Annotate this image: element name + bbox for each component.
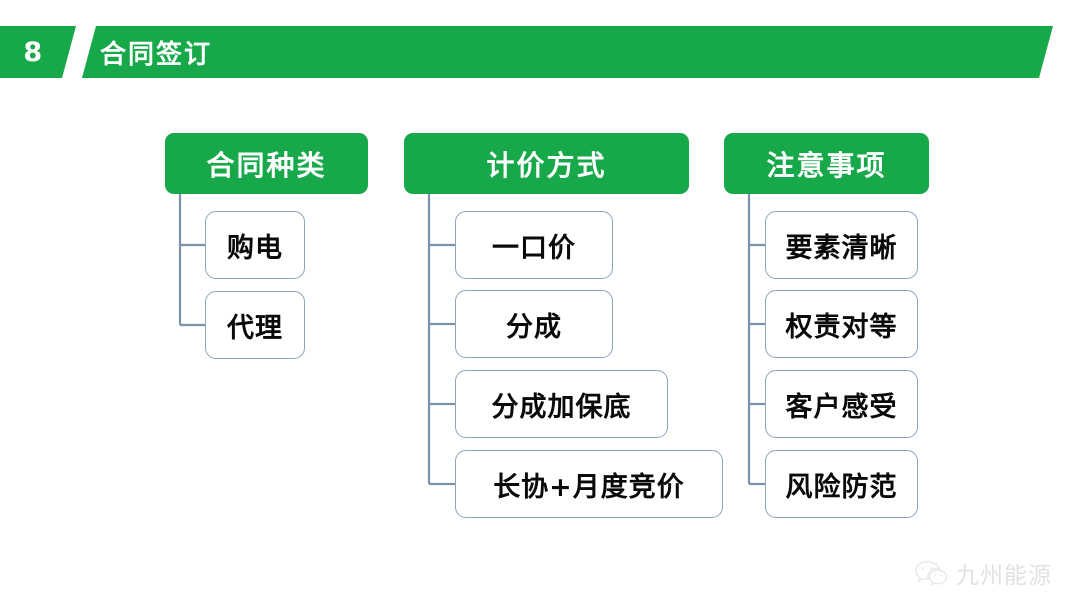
- node-box[interactable]: 一口价: [455, 211, 613, 279]
- footer-watermark: 九州能源: [915, 556, 1052, 590]
- node-box[interactable]: 购电: [205, 211, 305, 279]
- header-banner: 8 合同签订: [0, 26, 1053, 78]
- node-box[interactable]: 分成: [455, 290, 613, 358]
- node-box[interactable]: 要素清晰: [765, 211, 918, 279]
- node-box[interactable]: 权责对等: [765, 290, 918, 358]
- node-box[interactable]: 长协+月度竞价: [455, 450, 723, 518]
- node-box[interactable]: 客户感受: [765, 370, 918, 438]
- group-header-pricing-method[interactable]: 计价方式: [404, 133, 689, 194]
- node-box[interactable]: 分成加保底: [455, 370, 668, 438]
- group-header-precautions[interactable]: 注意事项: [724, 133, 929, 194]
- banner-main-shape: [82, 26, 1053, 78]
- connector-group-2: [427, 194, 458, 486]
- node-box[interactable]: 风险防范: [765, 450, 918, 518]
- page-title: 合同签订: [100, 39, 213, 70]
- node-box[interactable]: 代理: [205, 291, 305, 359]
- banner-number-shape: [0, 26, 76, 78]
- watermark-brand-text: 九州能源: [956, 563, 1052, 589]
- wechat-icon: [915, 561, 947, 586]
- group-header-contract-types[interactable]: 合同种类: [165, 133, 368, 194]
- section-number: 8: [23, 36, 43, 68]
